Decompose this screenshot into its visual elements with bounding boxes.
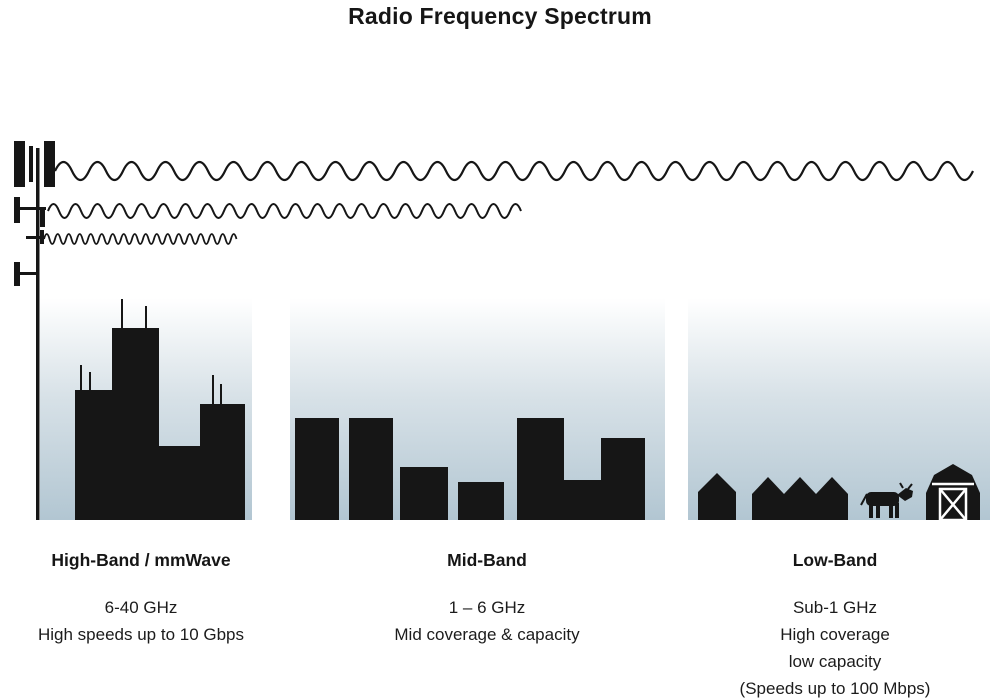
high-band-frequency: 6-40 GHz xyxy=(104,598,178,617)
low-band-description-1: High coverage xyxy=(780,625,890,644)
low-band-frequency: Sub-1 GHz xyxy=(792,598,878,617)
high-band-description: High speeds up to 10 Gbps xyxy=(37,625,245,644)
high-band-caption: High-Band / mmWave 6-40 GHz High speeds … xyxy=(2,550,280,648)
diagram-title: Radio Frequency Spectrum xyxy=(348,3,652,29)
low-band-description-2: low capacity xyxy=(788,652,882,671)
high-band-label: High-Band / mmWave xyxy=(51,550,231,570)
rural-houses-icon xyxy=(698,473,848,520)
low-band-label: Low-Band xyxy=(792,550,878,570)
low-band-caption: Low-Band Sub-1 GHz High coverage low cap… xyxy=(672,550,998,700)
mid-band-label: Mid-Band xyxy=(447,550,527,570)
mid-band-frequency: 1 – 6 GHz xyxy=(448,598,526,617)
city-buildings-icon xyxy=(75,299,245,520)
spectrum-graphic xyxy=(14,141,990,522)
mid-band-description: Mid coverage & capacity xyxy=(394,625,580,644)
barn-icon xyxy=(926,464,980,522)
cow-icon xyxy=(860,482,913,518)
low-band-description-3: (Speeds up to 100 Mbps) xyxy=(739,679,931,698)
mid-band-caption: Mid-Band 1 – 6 GHz Mid coverage & capaci… xyxy=(337,550,637,648)
midrise-buildings-icon xyxy=(295,418,645,520)
mid-band-medium-wave-icon xyxy=(47,203,522,219)
cell-tower-icon xyxy=(14,141,55,520)
high-band-short-wave-icon xyxy=(43,233,238,245)
low-band-long-wave-icon xyxy=(54,160,974,182)
